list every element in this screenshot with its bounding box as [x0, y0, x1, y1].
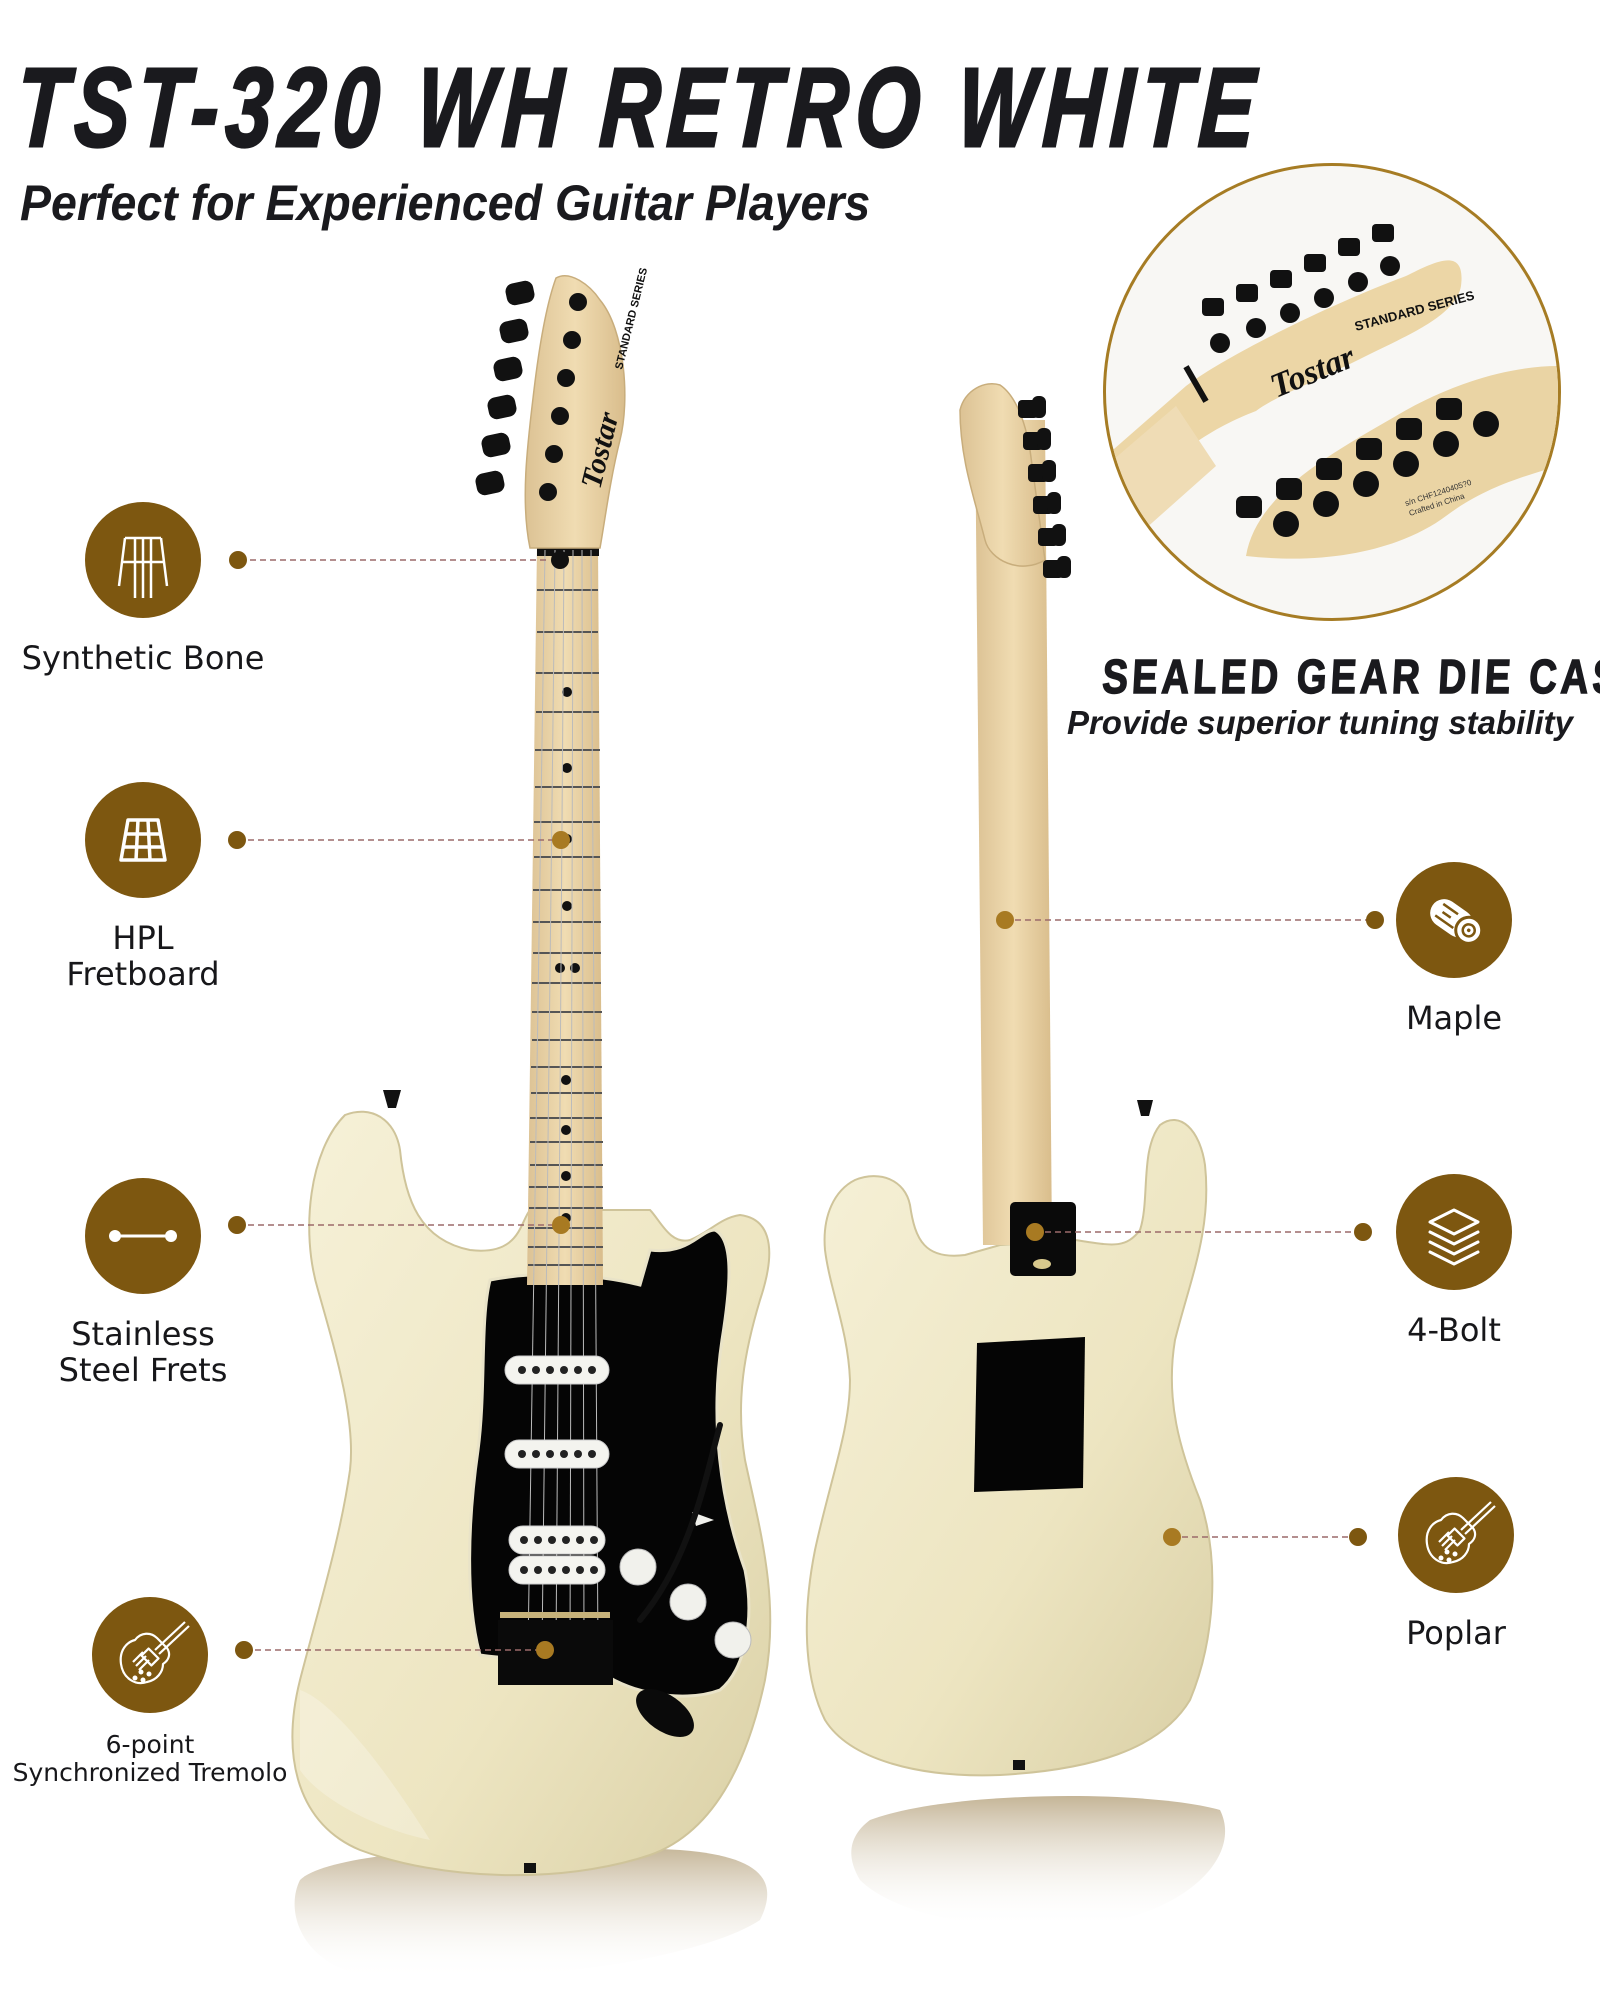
callout-dot [228, 831, 246, 849]
feature-label: 4-Bolt [1407, 1311, 1501, 1349]
tuner-detail-photo: Tostar STANDARD SERIES s/n CHF1240405?0 … [1106, 224, 1558, 559]
callout-dot [228, 1216, 246, 1234]
electric-guitar-icon [92, 1597, 208, 1713]
callout-dot [235, 1641, 253, 1659]
feature-label: Poplar [1406, 1614, 1506, 1652]
feature-label: Maple [1405, 999, 1503, 1037]
guitar-back [805, 383, 1226, 1928]
feature-maple: Maple [1304, 862, 1600, 1036]
fretboard-icon [85, 782, 201, 898]
guitar-front: Tostar STANDARD SERIES [291, 267, 772, 1979]
sealed-gear-tagline: Provide superior tuning stability [1066, 704, 1574, 741]
layers-icon [1396, 1174, 1512, 1290]
feature-4-bolt: 4-Bolt [1304, 1174, 1600, 1348]
feature-poplar: Poplar [1306, 1477, 1600, 1651]
callout-dot [1366, 911, 1384, 929]
callout-lines [238, 551, 1378, 1659]
feature-synthetic-bone: Synthetic Bone [0, 502, 293, 676]
product-subtitle: Perfect for Experienced Guitar Players [20, 175, 871, 231]
headstock-series: STANDARD SERIES [613, 267, 650, 371]
callout-dot [229, 551, 247, 569]
fret-wire-icon [85, 1178, 201, 1294]
callout-dot [1349, 1528, 1367, 1546]
electric-guitar-icon [1398, 1477, 1514, 1593]
feature-label: Synthetic Bone [21, 639, 265, 677]
nut-icon [85, 502, 201, 618]
tuner-detail-inset: Tostar STANDARD SERIES s/n CHF1240405?0 … [1103, 163, 1561, 621]
wood-log-icon [1396, 862, 1512, 978]
callout-dot [1354, 1223, 1372, 1241]
sealed-gear-heading: SEALED GEAR DIE CAST [1100, 650, 1600, 704]
